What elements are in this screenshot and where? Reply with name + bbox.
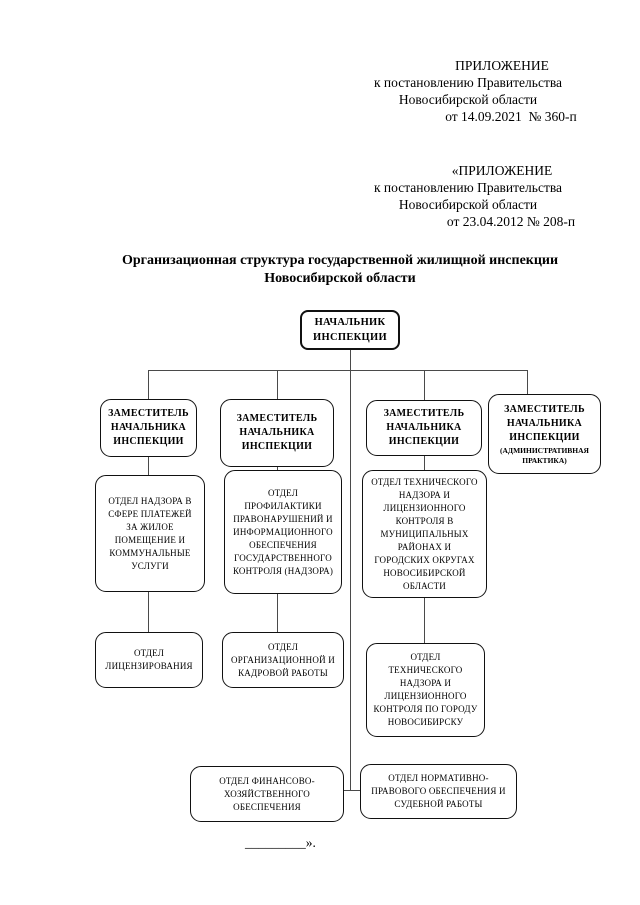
node-deputy-1: ЗАМЕСТИТЕЛЬ НАЧАЛЬНИКА ИНСПЕКЦИИ [100, 399, 197, 457]
node-label: ОТДЕЛ ОРГАНИЗАЦИОННОЙ И КАДРОВОЙ РАБОТЫ [231, 641, 335, 678]
connector-col2-lower [277, 594, 278, 633]
connector-col1-lower [148, 592, 149, 633]
connector-bottom-horizontal [344, 790, 360, 791]
node-dept-payment-supervision: ОТДЕЛ НАДЗОРА В СФЕРЕ ПЛАТЕЖЕЙ ЗА ЖИЛОЕ … [95, 475, 205, 592]
node-label: ОТДЕЛ ЛИЦЕНЗИРОВАНИЯ [105, 648, 193, 671]
connector-drop-deputy1 [148, 370, 149, 400]
annex-reference-2012: «ПРИЛОЖЕНИЕ к постановлению Правительств… [303, 162, 633, 230]
node-label: ЗАМЕСТИТЕЛЬ НАЧАЛЬНИКА ИНСПЕКЦИИ [108, 408, 189, 447]
connector-col3-upper [424, 455, 425, 471]
annex1-heading: ПРИЛОЖЕНИЕ [455, 58, 549, 73]
node-label: ЗАМЕСТИТЕЛЬ НАЧАЛЬНИКА ИНСПЕКЦИИ [383, 408, 465, 447]
page-title: Организационная структура государственно… [121, 253, 559, 286]
node-label: ОТДЕЛ ПРОФИЛАКТИКИ ПРАВОНАРУШЕНИЙ И ИНФО… [232, 487, 334, 576]
node-label: ОТДЕЛ ФИНАНСОВО-ХОЗЯЙСТВЕННОГО ОБЕСПЕЧЕН… [219, 775, 315, 812]
node-dept-finance: ОТДЕЛ ФИНАНСОВО-ХОЗЯЙСТВЕННОГО ОБЕСПЕЧЕН… [190, 766, 344, 822]
node-dept-prevention-info: ОТДЕЛ ПРОФИЛАКТИКИ ПРАВОНАРУШЕНИЙ И ИНФО… [224, 470, 342, 594]
annex2-line: к постановлению Правительства [373, 180, 563, 195]
node-deputy-4-administrative-practice: ЗАМЕСТИТЕЛЬ НАЧАЛЬНИКА ИНСПЕКЦИИ (АДМИНИ… [488, 394, 601, 474]
annex-reference-2021: ПРИЛОЖЕНИЕ к постановлению Правительства… [303, 57, 633, 125]
connector-col3-lower [424, 598, 425, 644]
node-dept-tech-supervision-city: ОТДЕЛ ТЕХНИЧЕСКОГО НАДЗОРА И ЛИЦЕНЗИОННО… [366, 643, 485, 737]
annex2-line: Новосибирской области [398, 197, 538, 212]
node-dept-licensing: ОТДЕЛ ЛИЦЕНЗИРОВАНИЯ [95, 632, 203, 688]
node-dept-org-hr: ОТДЕЛ ОРГАНИЗАЦИОННОЙ И КАДРОВОЙ РАБОТЫ [222, 632, 344, 688]
annex2-date-number: от 23.04.2012 № 208-п [446, 214, 576, 229]
connector-col1-upper [148, 457, 149, 476]
annex2-heading: «ПРИЛОЖЕНИЕ [451, 163, 553, 178]
annex1-line: к постановлению Правительства [373, 75, 563, 90]
connector-center-spine [350, 350, 351, 790]
node-deputy-3: ЗАМЕСТИТЕЛЬ НАЧАЛЬНИКА ИНСПЕКЦИИ [366, 400, 482, 456]
connector-drop-deputy2 [277, 370, 278, 400]
node-label: НАЧАЛЬНИК ИНСПЕКЦИИ [313, 317, 387, 343]
closing-quote-mark: _________». [245, 835, 316, 850]
connector-col2-upper [277, 466, 278, 471]
node-label: ЗАМЕСТИТЕЛЬ НАЧАЛЬНИКА ИНСПЕКЦИИ [236, 413, 318, 452]
node-label: ОТДЕЛ НОРМАТИВНО-ПРАВОВОГО ОБЕСПЕЧЕНИЯ И… [371, 773, 506, 809]
node-label: ОТДЕЛ НАДЗОРА В СФЕРЕ ПЛАТЕЖЕЙ ЗА ЖИЛОЕ … [108, 495, 192, 571]
annex1-date-number: от 14.09.2021 № 360-п [445, 109, 577, 124]
node-label: ЗАМЕСТИТЕЛЬ НАЧАЛЬНИКА ИНСПЕКЦИИ [504, 404, 585, 443]
connector-top-horizontal [148, 370, 528, 371]
node-head-of-inspection: НАЧАЛЬНИК ИНСПЕКЦИИ [300, 310, 400, 350]
node-dept-tech-supervision-region: ОТДЕЛ ТЕХНИЧЕСКОГО НАДЗОРА И ЛИЦЕНЗИОННО… [362, 470, 487, 598]
node-deputy-2: ЗАМЕСТИТЕЛЬ НАЧАЛЬНИКА ИНСПЕКЦИИ [220, 399, 334, 467]
node-label: ОТДЕЛ ТЕХНИЧЕСКОГО НАДЗОРА И ЛИЦЕНЗИОННО… [371, 476, 478, 591]
connector-drop-deputy4 [527, 370, 528, 395]
connector-drop-deputy3 [424, 370, 425, 401]
annex1-line: Новосибирской области [398, 92, 538, 107]
node-sublabel: (АДМИНИСТРАТИВНАЯ ПРАКТИКА) [500, 446, 589, 465]
node-label: ОТДЕЛ ТЕХНИЧЕСКОГО НАДЗОРА И ЛИЦЕНЗИОННО… [373, 652, 478, 727]
node-dept-legal: ОТДЕЛ НОРМАТИВНО-ПРАВОВОГО ОБЕСПЕЧЕНИЯ И… [360, 764, 517, 819]
